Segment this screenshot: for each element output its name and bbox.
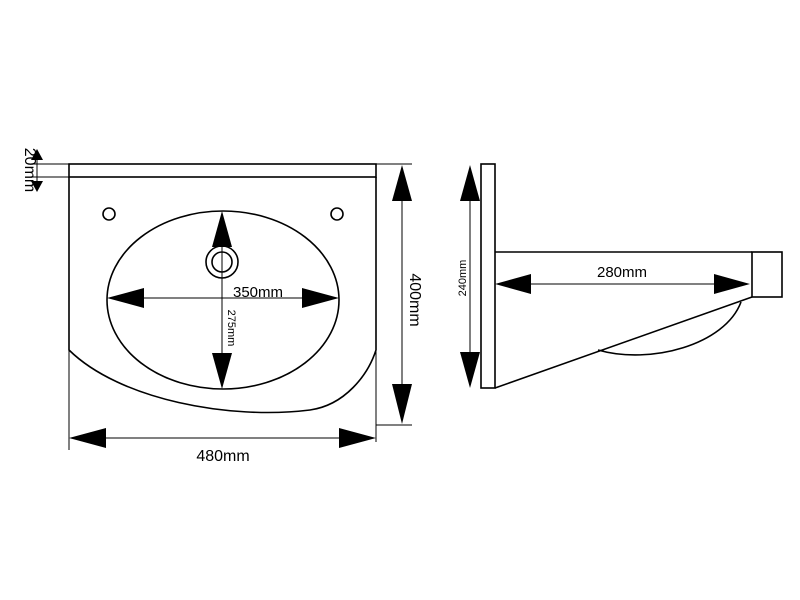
wall-plate xyxy=(480,163,496,389)
front-edge xyxy=(751,251,783,298)
arrow-right-350 xyxy=(302,288,339,308)
side-view: 240mm 280mm xyxy=(457,163,783,389)
arrow-left-480 xyxy=(69,428,106,448)
arrow-down-400 xyxy=(392,384,412,424)
label-20mm: 20mm xyxy=(21,148,38,192)
label-240mm: 240mm xyxy=(457,260,469,297)
arrow-right-480 xyxy=(339,428,376,448)
arrow-down-20 xyxy=(31,181,43,192)
underside-slope xyxy=(494,296,753,389)
label-480mm: 480mm xyxy=(196,448,249,465)
label-275mm: 275mm xyxy=(225,310,237,347)
arrow-down-275 xyxy=(212,353,232,389)
basin-outline xyxy=(68,177,377,414)
label-280mm: 280mm xyxy=(597,264,647,281)
arrow-left-350 xyxy=(107,288,144,308)
tap-hole-right xyxy=(330,207,344,221)
top-view: 20mm 400mm 480mm 350mm 275mm xyxy=(21,148,423,465)
bowl-bulge xyxy=(597,301,742,356)
arrow-up-20 xyxy=(31,149,43,160)
arrow-left-280 xyxy=(495,274,531,294)
arrow-up-240 xyxy=(460,165,480,201)
bowl xyxy=(106,210,340,390)
arrow-up-400 xyxy=(392,165,412,201)
arrow-right-280 xyxy=(714,274,750,294)
back-rim xyxy=(68,163,377,178)
arrow-down-240 xyxy=(460,352,480,388)
tap-hole-left xyxy=(102,207,116,221)
arrow-up-275 xyxy=(212,211,232,247)
label-350mm: 350mm xyxy=(233,284,283,301)
label-400mm: 400mm xyxy=(406,273,423,326)
